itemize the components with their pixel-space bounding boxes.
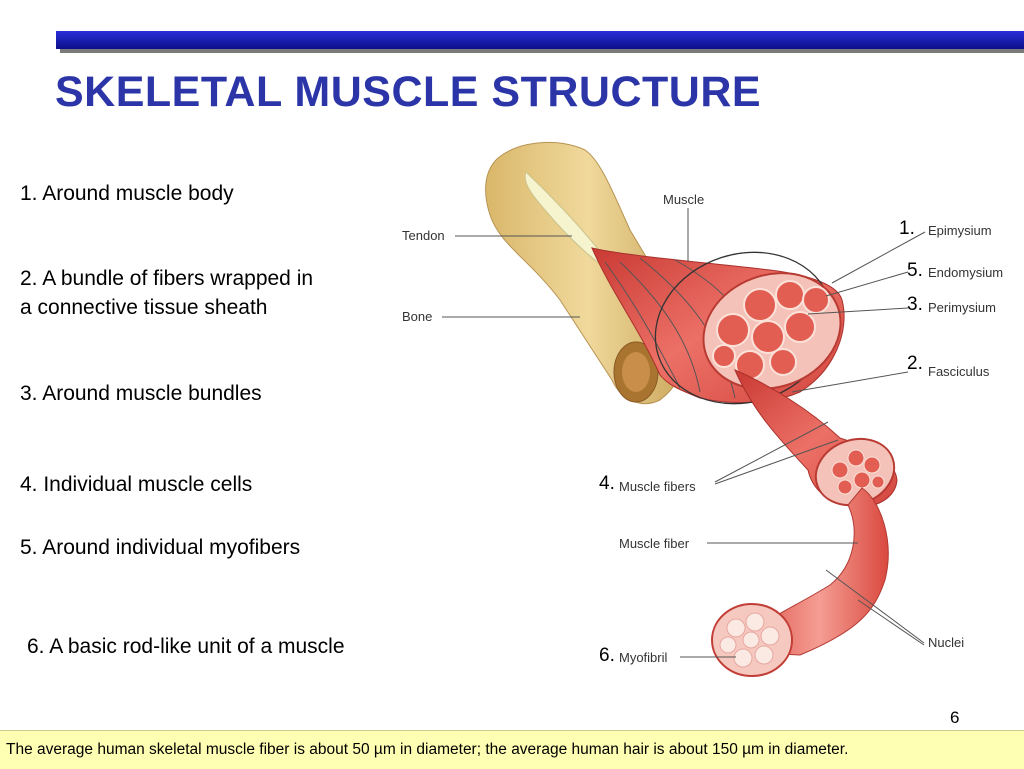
definition-5: 5. Around individual myofibers	[20, 533, 300, 562]
slide-title: SKELETAL MUSCLE STRUCTURE	[55, 68, 762, 116]
leader-muscle-fibers-1	[714, 421, 829, 483]
definition-1: 1. Around muscle body	[20, 179, 234, 208]
label-muscle-fibers: Muscle fibers	[619, 479, 696, 494]
definition-3: 3. Around muscle bundles	[20, 379, 262, 408]
label-epimysium: Epimysium	[928, 223, 992, 238]
number-fasciculus: 2.	[907, 353, 923, 374]
label-perimysium: Perimysium	[928, 300, 996, 315]
label-fasciculus: Fasciculus	[928, 364, 990, 379]
definition-2-line1: 2. A bundle of fibers wrapped in	[20, 267, 314, 290]
number-myofibril: 6.	[599, 645, 615, 666]
number-epimysium: 1.	[899, 218, 915, 239]
footer-note: The average human skeletal muscle fiber …	[0, 730, 1024, 769]
fasciculus-shape	[734, 369, 898, 508]
leader-nuclei-1	[825, 569, 925, 644]
label-tendon: Tendon	[402, 228, 445, 243]
definition-6-text: 6. A basic rod-like unit of a muscle	[27, 635, 345, 658]
label-bone: Bone	[402, 309, 432, 324]
definition-5-text: 5. Around individual myofibers	[20, 536, 301, 559]
definition-4-text: 4. Individual muscle cells	[20, 473, 253, 496]
page-number: 6	[950, 708, 960, 727]
leader-muscle-fibers-2	[714, 439, 839, 485]
number-endomysium: 5.	[907, 260, 923, 281]
definition-4: 4. Individual muscle cells	[20, 470, 252, 499]
muscle-fiber-shape	[711, 487, 889, 677]
definition-2-line2: a connective tissue sheath	[20, 296, 268, 319]
label-muscle-fiber: Muscle fiber	[619, 536, 690, 551]
leader-fasciculus	[791, 371, 909, 393]
definition-3-text: 3. Around muscle bundles	[20, 382, 262, 405]
label-nuclei: Nuclei	[928, 635, 964, 650]
label-myofibril: Myofibril	[619, 650, 668, 665]
title-bar-decoration	[56, 31, 1024, 49]
definition-6: 6. A basic rod-like unit of a muscle	[27, 632, 345, 661]
definition-2: 2. A bundle of fibers wrapped in a conne…	[20, 264, 313, 322]
muscle-structure-diagram: Muscle Tendon Bone 1. Epimysium 5. Endom…	[402, 141, 1003, 677]
number-muscle-fibers: 4.	[599, 473, 615, 494]
label-muscle: Muscle	[663, 192, 704, 207]
leader-epimysium	[831, 231, 926, 284]
leader-perimysium	[807, 307, 909, 315]
bone-shape	[485, 141, 691, 405]
label-endomysium: Endomysium	[928, 265, 1003, 280]
leader-endomysium	[825, 271, 909, 297]
muscle-cross-section	[702, 272, 842, 390]
leader-nuclei-2	[857, 599, 925, 646]
number-perimysium: 3.	[907, 294, 923, 315]
definition-1-text: 1. Around muscle body	[20, 182, 234, 205]
